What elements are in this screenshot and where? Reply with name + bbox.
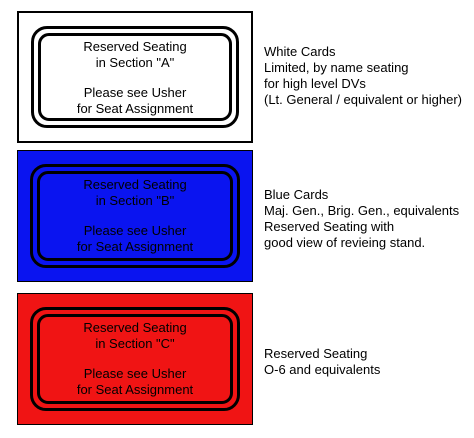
description-line: for high level DVs (264, 76, 366, 91)
description-line: (Lt. General / equivalent or higher) (264, 92, 462, 107)
card-line-reserved: Reserved Seating (83, 39, 187, 54)
card-inner-frame (38, 33, 232, 121)
card-line-assignment: for Seat Assignment (76, 382, 194, 397)
card-line-reserved: Reserved Seating (83, 177, 187, 192)
description-line: Blue Cards (264, 187, 329, 202)
red-card-description: Reserved Seating O-6 and equivalents (264, 346, 380, 378)
card-line-section: in Section "C" (95, 336, 175, 351)
description-line: White Cards (264, 44, 336, 59)
description-line: good view of revieing stand. (264, 235, 426, 250)
card-line-assignment: for Seat Assignment (76, 101, 194, 116)
red-seating-card: Reserved Seating in Section "C" Please s… (17, 293, 253, 425)
card-line-usher: Please see Usher (83, 223, 187, 238)
card-text: Reserved Seating in Section "C" Please s… (18, 320, 252, 398)
white-seating-card: Reserved Seating in Section "A" Please s… (17, 11, 253, 143)
white-card-description: White Cards Limited, by name seating for… (264, 44, 462, 108)
card-outer-frame (30, 164, 240, 268)
blue-card-description: Blue Cards Maj. Gen., Brig. Gen., equiva… (264, 187, 459, 251)
card-line-usher: Please see Usher (83, 366, 187, 381)
card-outer-frame (31, 26, 239, 128)
card-outer-frame (30, 307, 240, 411)
description-line: Reserved Seating with (264, 219, 395, 234)
card-inner-frame (37, 314, 233, 404)
card-text: Reserved Seating in Section "B" Please s… (18, 177, 252, 255)
blue-seating-card: Reserved Seating in Section "B" Please s… (17, 150, 253, 282)
description-line: O-6 and equivalents (264, 362, 381, 377)
card-line-assignment: for Seat Assignment (76, 239, 194, 254)
card-text: Reserved Seating in Section "A" Please s… (19, 39, 251, 117)
card-line-usher: Please see Usher (83, 85, 187, 100)
description-line: Reserved Seating (264, 346, 368, 361)
card-inner-frame (37, 171, 233, 261)
description-line: Maj. Gen., Brig. Gen., equivalents (264, 203, 460, 218)
card-line-reserved: Reserved Seating (83, 320, 187, 335)
card-line-section: in Section "B" (95, 193, 175, 208)
description-line: Limited, by name seating (264, 60, 409, 75)
card-line-section: in Section "A" (95, 55, 175, 70)
